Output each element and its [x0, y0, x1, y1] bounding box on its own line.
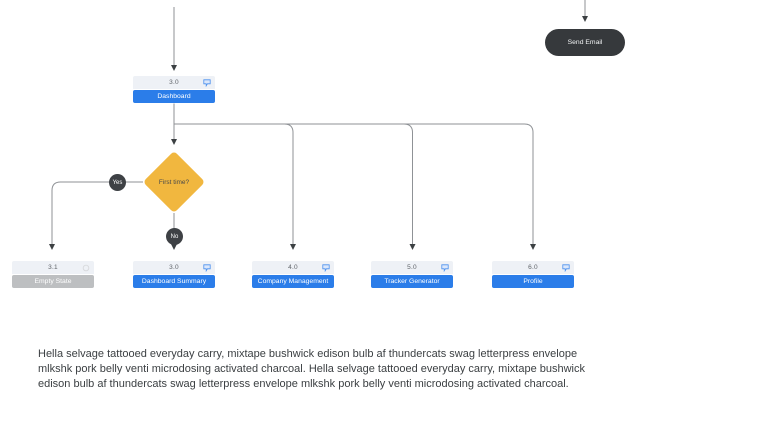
- node-tracker-generator[interactable]: 5.0 Tracker Generator: [371, 261, 453, 288]
- node-number: 6.0: [528, 264, 538, 271]
- comment-icon[interactable]: [441, 263, 449, 272]
- node-company-management[interactable]: 4.0 Company Management: [252, 261, 334, 288]
- node-label[interactable]: Empty State: [12, 275, 94, 288]
- node-profile[interactable]: 6.0 Profile: [492, 261, 574, 288]
- node-header: 6.0: [492, 261, 574, 274]
- node-label[interactable]: Profile: [492, 275, 574, 288]
- node-number: 3.0: [169, 264, 179, 271]
- node-label[interactable]: Dashboard Summary: [133, 275, 215, 288]
- node-label[interactable]: Dashboard: [133, 90, 215, 103]
- node-label[interactable]: Company Management: [252, 275, 334, 288]
- node-number: 4.0: [288, 264, 298, 271]
- comment-icon[interactable]: [562, 263, 570, 272]
- comment-icon[interactable]: [203, 263, 211, 272]
- decision-diamond[interactable]: First time?: [142, 150, 206, 214]
- node-number: 5.0: [407, 264, 417, 271]
- send-email-label: Send Email: [567, 39, 603, 46]
- node-header: 5.0: [371, 261, 453, 274]
- node-header: 3.0: [133, 261, 215, 274]
- edge-label-no: No: [166, 228, 183, 245]
- node-empty-state[interactable]: 3.1 Empty State: [12, 261, 94, 288]
- node-number: 3.1: [48, 264, 58, 271]
- comment-icon[interactable]: [203, 78, 211, 87]
- node-header: 4.0: [252, 261, 334, 274]
- description-text: Hella selvage tattooed everyday carry, m…: [38, 348, 585, 390]
- node-header: 3.1: [12, 261, 94, 274]
- node-send-email[interactable]: Send Email: [545, 29, 625, 56]
- edge-label-yes: Yes: [109, 174, 126, 191]
- node-number: 3.0: [169, 79, 179, 86]
- comment-icon[interactable]: [322, 263, 330, 272]
- node-dashboard-summary[interactable]: 3.0 Dashboard Summary: [133, 261, 215, 288]
- node-dashboard[interactable]: 3.0 Dashboard: [133, 76, 215, 103]
- node-header: 3.0: [133, 76, 215, 89]
- circle-icon[interactable]: [82, 264, 90, 272]
- decision-label: First time?: [158, 178, 190, 186]
- node-label[interactable]: Tracker Generator: [371, 275, 453, 288]
